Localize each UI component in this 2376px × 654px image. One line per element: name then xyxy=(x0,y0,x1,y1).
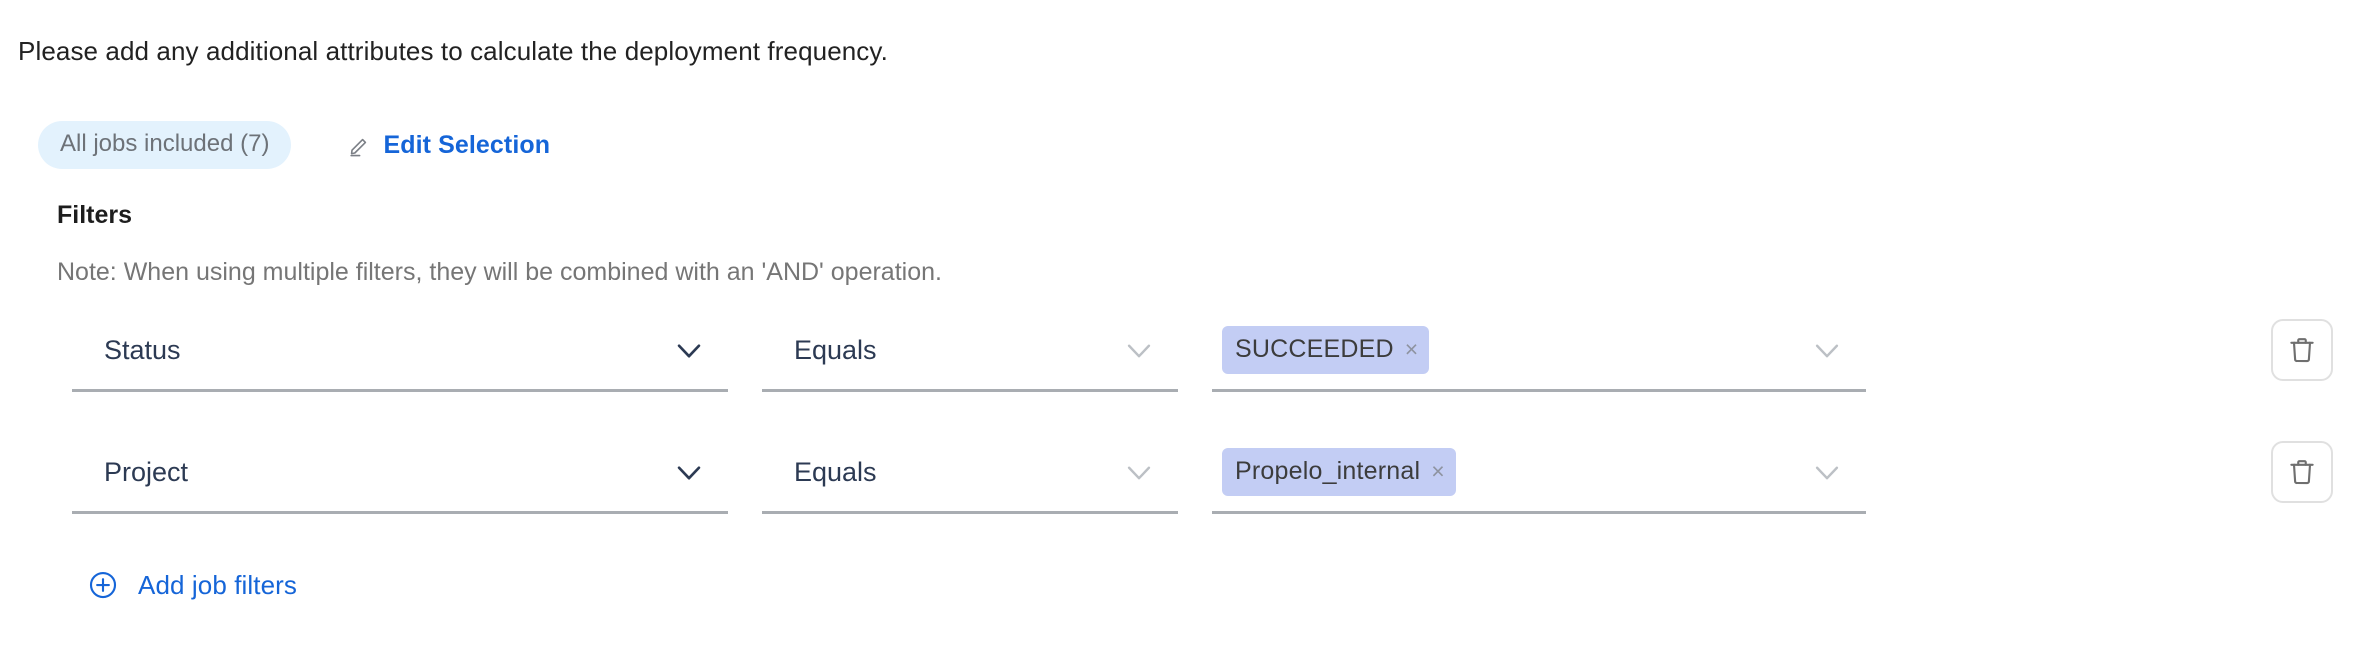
close-icon[interactable]: × xyxy=(1431,458,1445,484)
filter-attribute-select[interactable]: Project xyxy=(72,432,728,514)
job-selection-row: All jobs included (7) Edit Selection xyxy=(38,121,550,169)
filter-attribute-value: Status xyxy=(104,334,181,365)
chevron-down-icon xyxy=(672,333,728,367)
filters-note: Note: When using multiple filters, they … xyxy=(57,258,942,286)
filters-heading: Filters xyxy=(57,201,133,229)
edit-selection-label: Edit Selection xyxy=(383,130,551,159)
filter-value-select[interactable]: Propelo_internal × xyxy=(1212,432,1866,514)
chevron-down-icon xyxy=(1122,333,1178,367)
filter-value-select[interactable]: SUCCEEDED × xyxy=(1212,310,1866,392)
filter-attribute-value: Project xyxy=(104,456,189,487)
filter-operator-select[interactable]: Equals xyxy=(762,432,1178,514)
filter-value-chip-label: SUCCEEDED xyxy=(1235,335,1394,363)
all-jobs-included-badge: All jobs included (7) xyxy=(38,121,292,169)
intro-text: Please add any additional attributes to … xyxy=(18,36,888,66)
chevron-down-icon xyxy=(1810,455,1866,489)
close-icon[interactable]: × xyxy=(1404,336,1419,362)
edit-selection-link[interactable]: Edit Selection xyxy=(348,130,551,159)
filter-attribute-select[interactable]: Status xyxy=(72,310,728,392)
delete-filter-button[interactable] xyxy=(2271,441,2333,503)
plus-circle-icon xyxy=(88,570,138,600)
filter-operator-value: Equals xyxy=(794,456,877,487)
filter-value-chip-list: Propelo_internal × xyxy=(1212,447,1810,496)
chevron-down-icon xyxy=(1122,455,1178,489)
chevron-down-icon xyxy=(672,455,728,489)
chevron-down-icon xyxy=(1810,333,1866,367)
filter-operator-select[interactable]: Equals xyxy=(762,310,1178,392)
trash-icon xyxy=(2287,457,2317,487)
add-job-filters-button[interactable]: Add job filters xyxy=(88,570,297,600)
add-job-filters-label: Add job filters xyxy=(138,570,298,600)
filter-value-chip[interactable]: SUCCEEDED × xyxy=(1222,325,1430,374)
pencil-icon xyxy=(348,133,383,157)
filter-operator-value: Equals xyxy=(794,334,877,365)
filter-value-chip[interactable]: Propelo_internal × xyxy=(1222,447,1456,496)
filter-value-chip-label: Propelo_internal xyxy=(1235,457,1421,485)
delete-filter-button[interactable] xyxy=(2271,319,2333,381)
trash-icon xyxy=(2287,335,2317,365)
filter-value-chip-list: SUCCEEDED × xyxy=(1212,325,1810,374)
